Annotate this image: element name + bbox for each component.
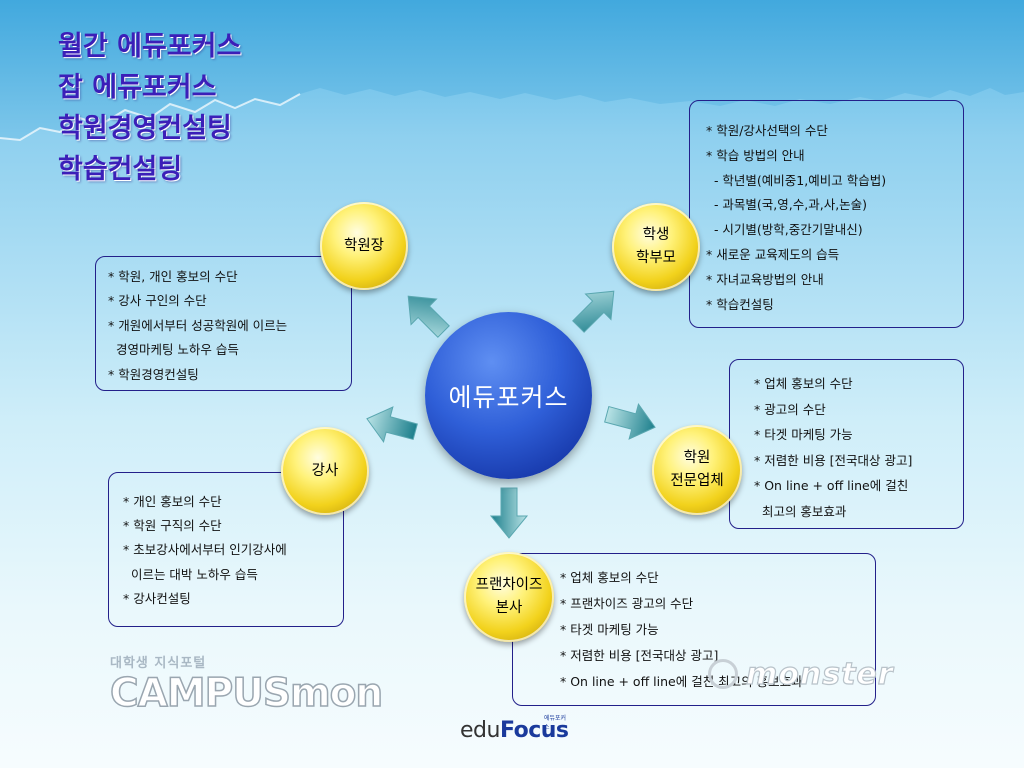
benefit-item: * 학습컨설팅	[706, 296, 774, 312]
benefit-item: 최고의 홍보효과	[754, 503, 847, 519]
benefit-item: * 업체 홍보의 수단	[754, 376, 853, 391]
arrow-to-agency-icon	[604, 403, 656, 440]
node-student-parent: 학생 학부모	[612, 203, 700, 291]
node-label: 강사	[311, 462, 339, 479]
owner-benefits-box: * 학원, 개인 홍보의 수단 * 강사 구인의 수단 * 개원에서부터 성공학…	[95, 256, 352, 391]
benefit-item: * 광고의 수단	[754, 401, 826, 417]
node-label: 학부모	[635, 250, 677, 266]
title-line: 잡 에듀포커스	[58, 72, 217, 103]
node-label: 학생	[642, 227, 670, 243]
node-label: 학원	[683, 450, 711, 466]
arrow-to-franchise-icon	[489, 487, 529, 539]
benefit-item: * 학원경영컨설팅	[108, 366, 199, 382]
student-parent-benefits-box: * 학원/강사선택의 수단 * 학습 방법의 안내 - 학년별(예비중1,예비고…	[689, 100, 964, 328]
agency-benefits-box: * 업체 홍보의 수단 * 광고의 수단 * 타겟 마케팅 가능 * 저렴한 비…	[729, 359, 964, 529]
benefit-item: * 저렴한 비용 [전국대상 광고]	[754, 452, 913, 468]
benefit-item: 이르는 대박 노하우 습득	[123, 566, 258, 582]
node-teacher: 강사	[281, 427, 369, 515]
benefit-item: * 자녀교육방법의 안내	[706, 271, 824, 287]
node-label: 학원장	[343, 237, 385, 254]
benefit-item: * 새로운 교육제도의 습득	[706, 246, 840, 262]
arrow-to-student-icon	[572, 290, 615, 333]
edufocus-logo: edu Focus 에듀포커스	[460, 715, 569, 743]
franchise-benefits-box: * 업체 홍보의 수단 * 프랜차이즈 광고의 수단 * 타겟 마케팅 가능 *…	[512, 553, 876, 706]
center-hub-label: 에듀포커스	[448, 382, 569, 412]
benefit-item: * 타겟 마케팅 가능	[560, 622, 659, 637]
edufocus-focus: Focus	[499, 718, 569, 743]
arrow-to-teacher-icon	[366, 406, 418, 443]
benefit-item: * 학원, 개인 홍보의 수단	[108, 269, 238, 284]
benefit-item: * 업체 홍보의 수단	[560, 570, 659, 585]
campusmon-tagline: 대학생 지식포털	[110, 656, 207, 671]
benefit-item: - 시기별(방학,중간기말내신)	[706, 222, 863, 238]
benefit-item: * 학원/강사선택의 수단	[706, 123, 828, 138]
benefit-item: * 초보강사에서부터 인기강사에	[123, 542, 287, 558]
benefit-item: * 개인 홍보의 수단	[123, 494, 222, 509]
benefit-item: * 학습 방법의 안내	[706, 147, 805, 163]
benefit-item: * 학원 구직의 수단	[123, 518, 222, 534]
campusmon-logo: 대학생 지식포털 CAMPUSmon	[109, 652, 384, 716]
title-line: 월간 에듀포커스	[58, 31, 242, 62]
monster-wordmark: monster	[745, 656, 894, 692]
title-list: 월간 에듀포커스 잡 에듀포커스 학원경영컨설팅 학습컨설팅	[58, 26, 241, 190]
benefit-item: * 강사 구인의 수단	[108, 293, 207, 309]
teacher-benefits-box: * 개인 홍보의 수단 * 학원 구직의 수단 * 초보강사에서부터 인기강사에…	[108, 472, 344, 627]
node-label: 본사	[495, 600, 523, 616]
monster-ring-icon	[708, 659, 738, 689]
edufocus-small-label: 에듀포커스	[544, 715, 567, 731]
node-academy-agency: 학원 전문업체	[652, 425, 742, 515]
title-line: 학습컨설팅	[58, 154, 183, 185]
benefit-item: * 타겟 마케팅 가능	[754, 427, 853, 443]
arrow-to-owner-icon	[407, 295, 450, 338]
edufocus-edu: edu	[460, 718, 500, 743]
benefit-item: - 과목별(국,영,수,과,사,논술)	[706, 197, 868, 213]
node-academy-owner: 학원장	[320, 202, 408, 290]
benefit-item: - 학년별(예비중1,예비고 학습법)	[706, 172, 887, 188]
node-franchise-hq: 프랜차이즈 본사	[464, 552, 554, 642]
benefit-item: * 프랜차이즈 광고의 수단	[560, 596, 694, 611]
monster-logo: monster	[708, 650, 948, 698]
title-line: 학원경영컨설팅	[58, 113, 232, 144]
benefit-item: * 개원에서부터 성공학원에 이르는	[108, 317, 288, 333]
node-label: 전문업체	[670, 473, 724, 489]
benefit-item: * On line + off line에 걸친 최고의 홍보효과	[560, 674, 803, 689]
benefit-item: * 강사컨설팅	[123, 590, 191, 606]
node-label: 프랜차이즈	[475, 577, 543, 593]
benefit-item: * 저렴한 비용 [전국대상 광고]	[560, 648, 719, 663]
benefit-item: * On line + off line에 걸친	[754, 478, 909, 494]
center-hub: 에듀포커스	[425, 312, 592, 479]
campusmon-wordmark: CAMPUSmon	[109, 671, 384, 716]
benefit-item: 경영마케팅 노하우 습득	[108, 342, 239, 358]
